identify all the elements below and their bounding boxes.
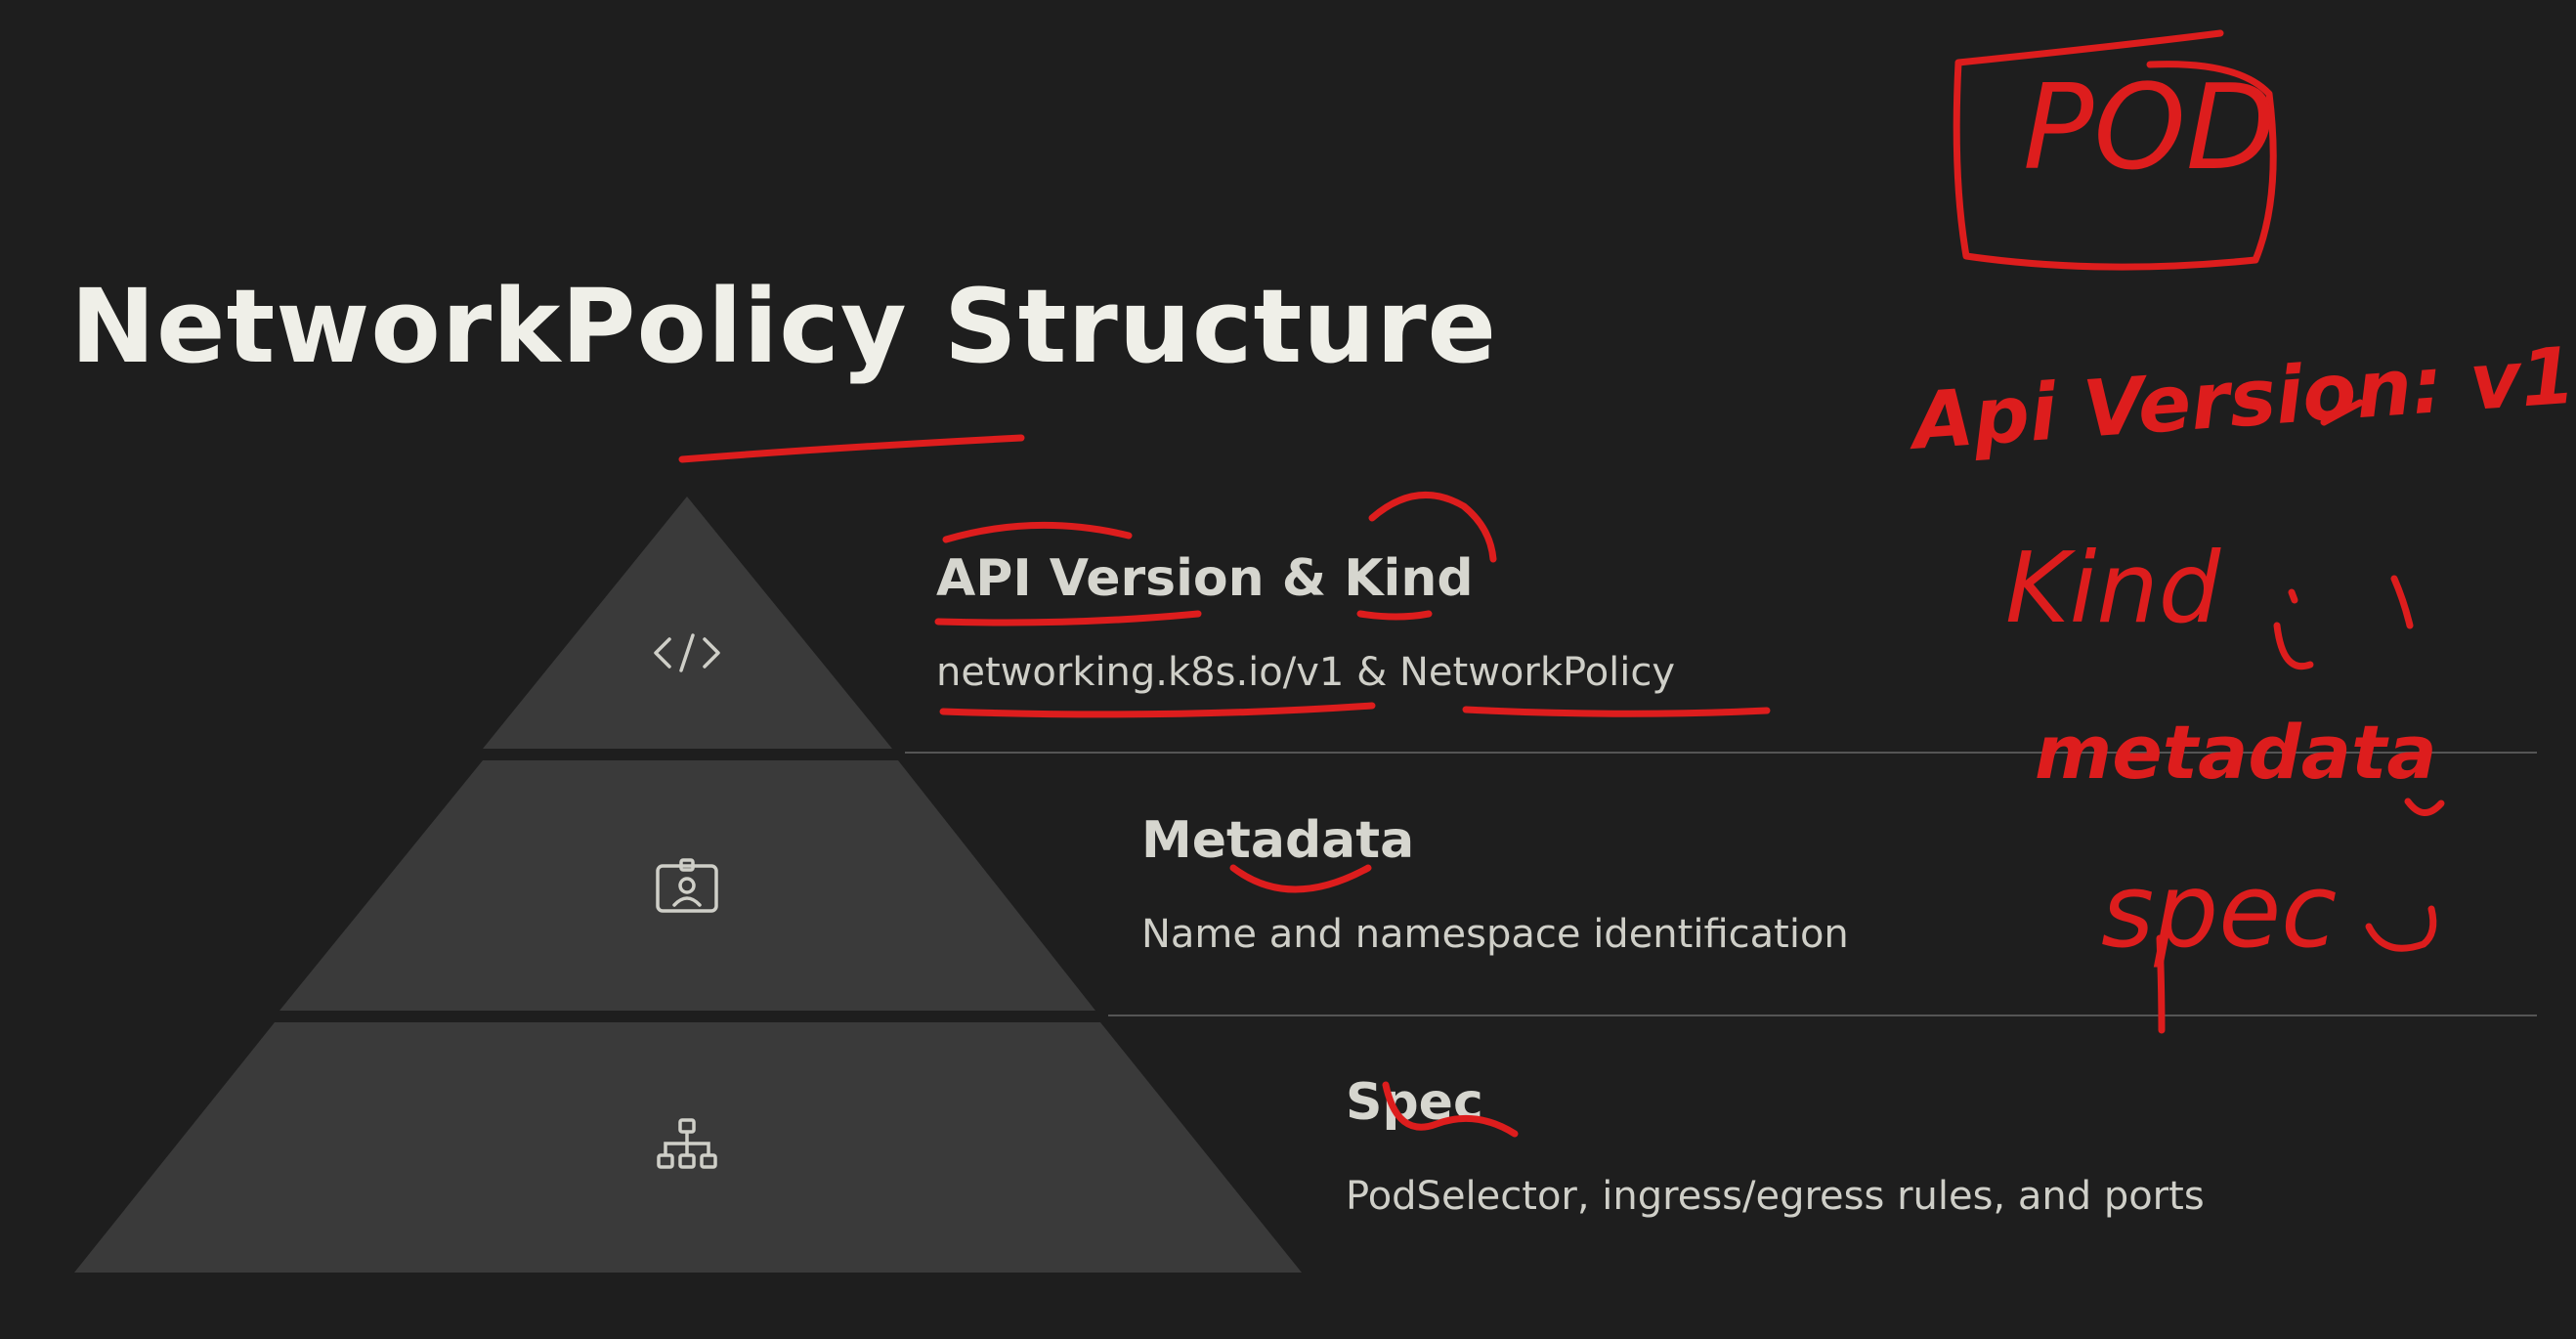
ink-mark-version bbox=[2320, 399, 2364, 426]
divider-middle bbox=[1108, 1015, 2537, 1016]
pyramid-tier-top bbox=[483, 497, 892, 749]
ink-underline-metadata bbox=[1229, 864, 1372, 893]
tier-title-metadata: Metadata bbox=[1141, 811, 1415, 870]
hierarchy-icon bbox=[648, 1110, 726, 1188]
tier-title-api-version: API Version & Kind bbox=[936, 549, 1474, 608]
pyramid-tier-middle bbox=[279, 760, 1095, 1011]
ink-mark-spec-stem bbox=[2156, 934, 2166, 1034]
tier-description-api-version: networking.k8s.io/v1 & NetworkPolicy bbox=[936, 650, 1676, 695]
ink-underline-title bbox=[678, 434, 1025, 463]
annotation-note-kind: Kind bbox=[2005, 531, 2221, 645]
ink-pod-box bbox=[1953, 29, 2277, 271]
ink-mark-metadata-smile bbox=[2404, 798, 2445, 816]
ink-mark-kind-tick bbox=[2390, 575, 2414, 629]
id-badge-icon bbox=[648, 848, 726, 927]
ink-underline-kind bbox=[1356, 610, 1433, 621]
annotation-pod-label: POD bbox=[2023, 61, 2277, 196]
annotation-note-spec: spec bbox=[2101, 851, 2338, 971]
divider-top bbox=[905, 752, 2537, 754]
ink-underline-api-version bbox=[934, 610, 1202, 626]
code-icon bbox=[648, 614, 726, 692]
ink-mark-kind-i bbox=[2273, 622, 2314, 670]
tier-description-spec: PodSelector, ingress/egress rules, and p… bbox=[1346, 1174, 2205, 1219]
ink-mark-kind-dot bbox=[2288, 588, 2298, 604]
ink-mark-spec-smile bbox=[2365, 905, 2437, 952]
ink-underline-networkpolicy bbox=[1462, 706, 1771, 717]
annotation-note-metadata: metadata bbox=[2035, 709, 2437, 796]
tier-description-metadata: Name and namespace identification bbox=[1141, 912, 1849, 957]
ink-underline-networking bbox=[939, 702, 1376, 718]
slide-title: NetworkPolicy Structure bbox=[70, 267, 1498, 386]
ink-tick-spec bbox=[1382, 1081, 1519, 1138]
ink-overline-api bbox=[942, 521, 1133, 543]
ink-arc-kind bbox=[1368, 492, 1497, 563]
